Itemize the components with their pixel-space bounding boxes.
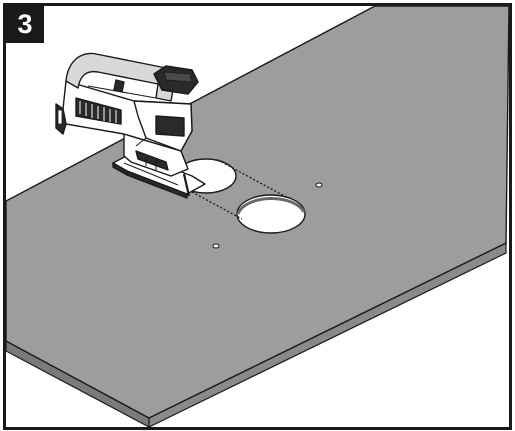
step-number-badge: 3 (6, 6, 44, 43)
illustration-frame: 3 (3, 3, 512, 430)
board-cutting-illustration (6, 6, 509, 427)
pilot-hole-left (212, 243, 220, 249)
jigsaw-trigger (113, 79, 125, 93)
jigsaw-blade (182, 173, 191, 197)
guide-line-top (217, 159, 289, 199)
jigsaw-icon (55, 52, 206, 199)
cut-hole-inner-edge (236, 196, 306, 215)
guide-line-bottom (191, 191, 243, 220)
pilot-hole-right (315, 182, 323, 188)
cut-hole (236, 194, 306, 234)
